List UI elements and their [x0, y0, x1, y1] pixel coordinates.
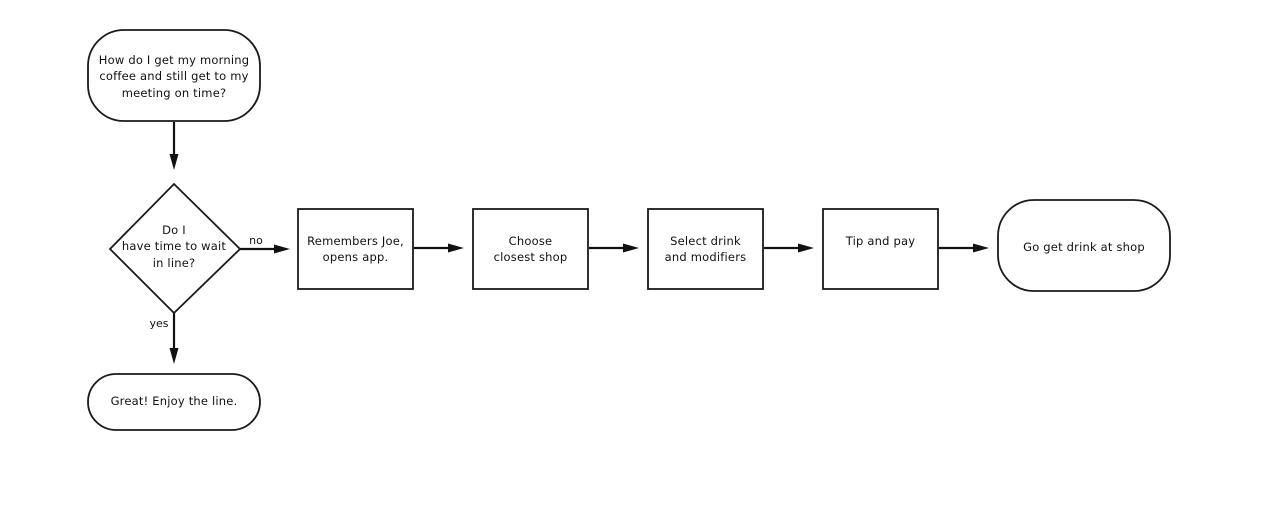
node-open-app: Remembers Joe, opens app. [297, 208, 414, 290]
node-select-drink-shape [647, 208, 764, 290]
arrowhead-icon [973, 243, 989, 253]
node-enjoy-line: Great! Enjoy the line. [87, 373, 261, 431]
node-decision-line-3: in line? [153, 256, 196, 270]
arrowhead-icon [274, 244, 290, 254]
node-enjoy-line-label: Great! Enjoy the line. [111, 394, 238, 408]
node-choose-shop-shape [472, 208, 589, 290]
node-decision: Do I have time to wait in line? [108, 182, 242, 315]
node-select-drink-line-2: and modifiers [665, 250, 747, 264]
node-tip-pay-label: Tip and pay [845, 234, 915, 248]
node-question-shape [87, 29, 261, 122]
node-choose-shop: Choose closest shop [472, 208, 589, 290]
node-decision-line-2: have time to wait [122, 239, 227, 253]
node-select-drink-line-1: Select drink [670, 234, 741, 248]
node-decision-line-1: Do I [162, 223, 186, 237]
arrowhead-icon [798, 243, 814, 253]
node-enjoy-line-shape [87, 373, 261, 431]
node-choose-shop-line-2: closest shop [494, 250, 568, 264]
node-tip-pay-shape [822, 208, 939, 290]
node-question-line-2: coffee and still get to my [99, 69, 248, 83]
node-get-drink: Go get drink at shop [997, 199, 1171, 292]
node-question: How do I get my morning coffee and still… [87, 29, 261, 122]
edge-shop-to-drink [589, 243, 639, 253]
edge-label-no: no [249, 234, 263, 247]
edge-label-yes: yes [149, 317, 168, 330]
node-open-app-shape [297, 208, 414, 290]
arrowhead-icon [448, 243, 464, 253]
node-get-drink-label: Go get drink at shop [1023, 240, 1145, 254]
edge-decision-yes: yes [149, 313, 179, 364]
node-decision-diamond [108, 182, 242, 315]
node-question-line-1: How do I get my morning [99, 53, 249, 67]
node-open-app-line-2: opens app. [323, 250, 389, 264]
node-select-drink: Select drink and modifiers [647, 208, 764, 290]
edge-decision-no: no [240, 234, 290, 254]
arrowhead-icon [623, 243, 639, 253]
node-question-line-3: meeting on time? [122, 86, 227, 100]
edge-drink-to-pay [764, 243, 814, 253]
node-tip-pay: Tip and pay [822, 208, 939, 290]
edge-question-to-decision [169, 122, 179, 170]
node-open-app-line-1: Remembers Joe, [307, 234, 404, 248]
arrowhead-icon [169, 154, 179, 170]
edge-app-to-shop [414, 243, 464, 253]
node-choose-shop-line-1: Choose [509, 234, 553, 248]
node-get-drink-shape [997, 199, 1171, 292]
arrowhead-icon [169, 348, 179, 364]
edge-pay-to-get [939, 243, 989, 253]
